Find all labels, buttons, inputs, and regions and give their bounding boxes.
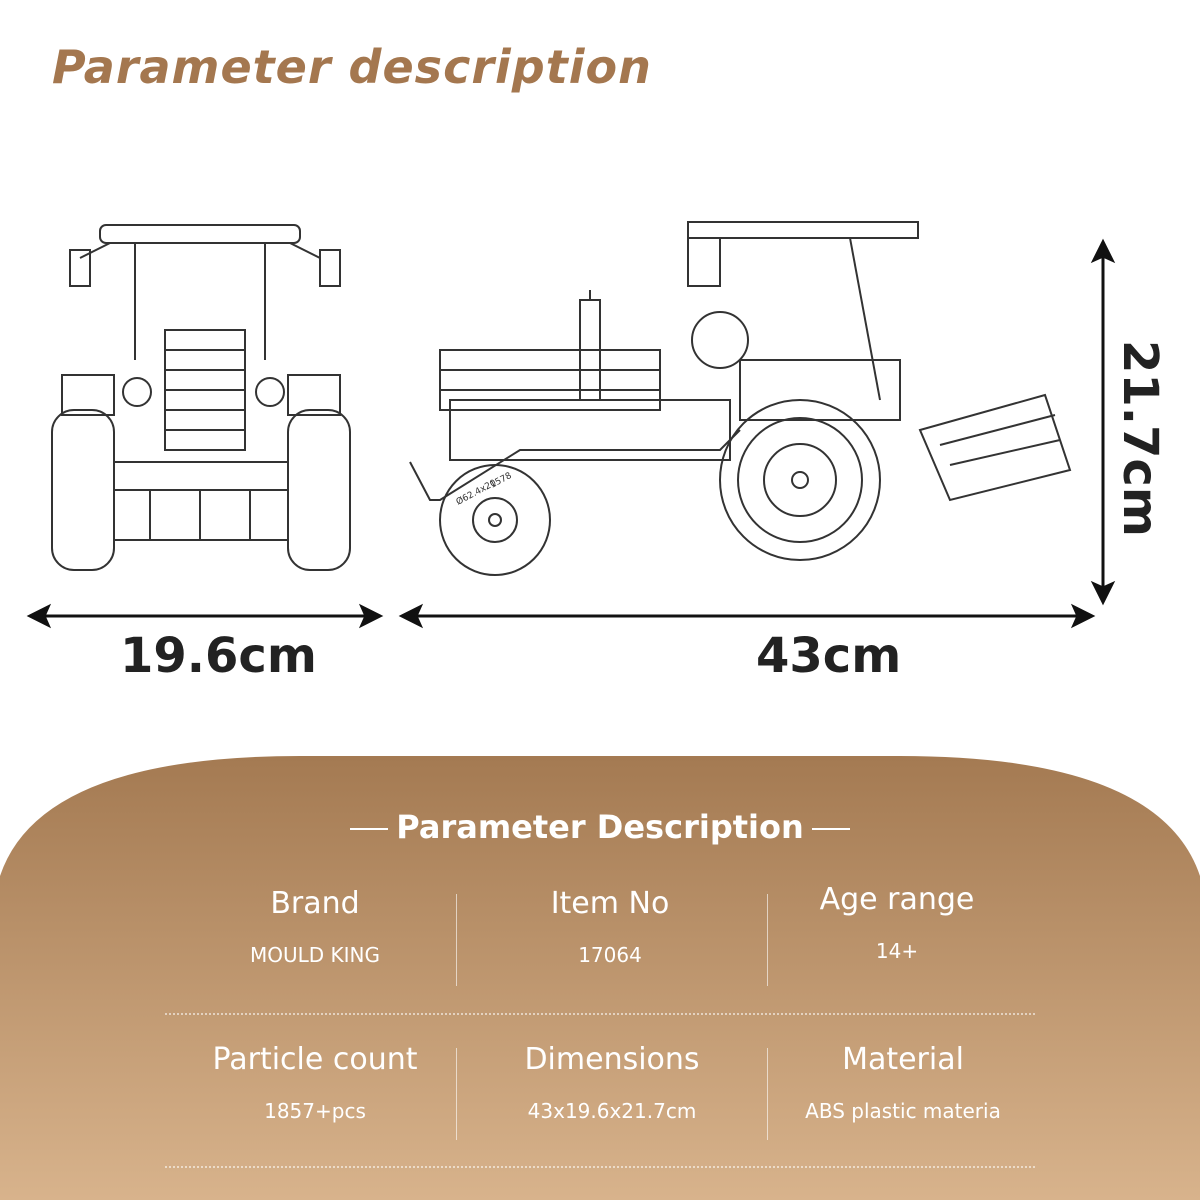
height-dimension-label: 21.7cm: [1112, 340, 1168, 537]
panel-title-left-dash: [350, 828, 389, 830]
param-cell-brand: Brand MOULD KING: [165, 886, 465, 967]
length-arrow-right-head: [1070, 603, 1096, 629]
param-value-brand: MOULD KING: [249, 943, 380, 967]
tractor-front-view: [51, 224, 351, 571]
param-value-material: ABS plastic materia: [805, 1099, 1001, 1123]
param-label-material: Material: [842, 1042, 964, 1077]
panel-title-right-dash: [811, 828, 850, 830]
tractor-side-view: [409, 221, 1072, 576]
divider-vertical: [456, 894, 457, 986]
panel-background: [0, 756, 1200, 1200]
width-arrow-left-head: [26, 603, 52, 629]
divider-horizontal: [165, 1013, 1035, 1015]
divider-vertical: [456, 1048, 457, 1140]
divider-horizontal: [165, 1166, 1035, 1168]
param-label-brand: Brand: [270, 886, 360, 921]
param-cell-age-range: Age range 14+: [747, 882, 1047, 963]
param-value-age-range: 14+: [875, 939, 919, 963]
panel-title: Parameter Description: [0, 808, 1200, 846]
param-cell-material: Material ABS plastic materia: [753, 1042, 1053, 1123]
height-arrow-top-head: [1090, 238, 1116, 264]
divider-vertical: [767, 894, 768, 986]
param-label-item-no: Item No: [550, 886, 670, 921]
page-title: Parameter description: [52, 40, 652, 94]
length-dimension-label: 43cm: [756, 628, 902, 684]
divider-vertical: [767, 1048, 768, 1140]
width-dimension-label: 19.6cm: [120, 628, 317, 684]
length-arrow-left-head: [398, 603, 424, 629]
height-arrow-bottom-head: [1090, 580, 1116, 606]
param-value-particle-count: 1857+pcs: [264, 1099, 366, 1123]
param-value-item-no: 17064: [578, 943, 642, 967]
param-cell-particle-count: Particle count 1857+pcs: [165, 1042, 465, 1123]
panel-title-text: Parameter Description: [396, 808, 804, 846]
param-label-age-range: Age range: [819, 882, 975, 917]
width-arrow-right-head: [358, 603, 384, 629]
param-cell-dimensions: Dimensions 43x19.6x21.7cm: [462, 1042, 762, 1123]
param-label-dimensions: Dimensions: [524, 1042, 700, 1077]
param-label-particle-count: Particle count: [212, 1042, 418, 1077]
part-no-label: 1578: [489, 471, 514, 491]
param-value-dimensions: 43x19.6x21.7cm: [527, 1099, 697, 1123]
tractor-drawing: Ø62.4x20 1578: [26, 221, 1116, 629]
param-cell-item-no: Item No 17064: [460, 886, 760, 967]
parameter-panel: [0, 756, 1200, 1200]
dimension-arrows: [26, 238, 1116, 629]
